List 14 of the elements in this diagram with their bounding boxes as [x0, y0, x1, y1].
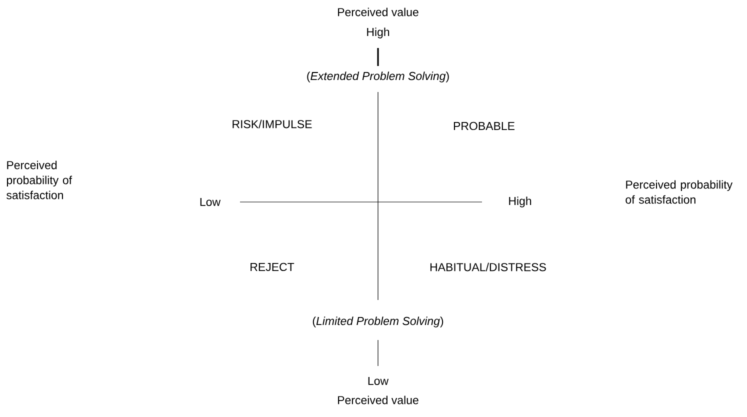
quadrant-label: REJECT	[250, 262, 294, 272]
axis-title: Perceived value	[338, 396, 418, 404]
axis-end-label: High	[509, 196, 532, 208]
axis-note: (Extended Problem Solving)	[307, 72, 449, 82]
axis-title: Perceived probability of satisfaction	[626, 180, 733, 204]
axis-end-label: Low	[368, 376, 389, 385]
axis-end-label: Low	[200, 198, 221, 206]
quadrant-label: RISK/IMPULSE	[232, 120, 312, 128]
quadrant-label: PROBABLE	[454, 122, 514, 130]
axis-end-label: High	[367, 28, 390, 38]
axis-title: Perceived value	[338, 8, 418, 16]
axis-title: Perceived probability of satisfaction	[6, 160, 72, 200]
quadrant-label: HABITUAL/DISTRESS	[430, 262, 546, 272]
axis-note: (Limited Problem Solving)	[312, 316, 444, 328]
